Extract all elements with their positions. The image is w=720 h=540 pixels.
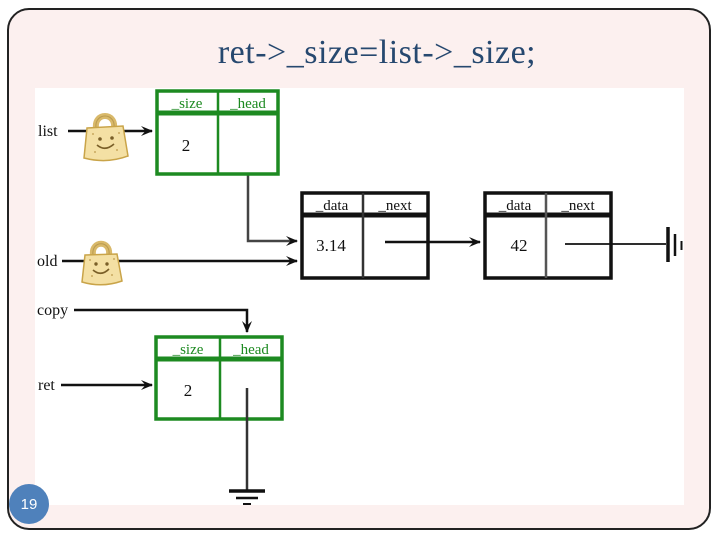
list-table: _size _head 2 [155, 89, 280, 176]
ret-table-header-size: _size [172, 342, 204, 358]
ret-table-header-head: _head [232, 342, 269, 358]
node2-header-data: _data [498, 198, 532, 214]
node1-data-value: 3.14 [316, 236, 346, 255]
linked-list-diagram: list old copy ret _size _head 2 _data _n… [37, 89, 683, 505]
node-1: _data _next 3.14 [300, 191, 430, 280]
pointer-label-copy: copy [37, 302, 68, 319]
diagram-canvas: list old copy ret _size _head 2 _data _n… [35, 88, 684, 505]
node1-header-data: _data [315, 198, 349, 214]
padlock-smiley-icon [83, 113, 129, 162]
page-number: 19 [20, 495, 38, 513]
ground-icon [229, 489, 265, 505]
list-head-pointer-line [246, 145, 298, 246]
node2-header-next: _next [560, 198, 595, 214]
node-2: _data _next 42 [483, 191, 613, 280]
list-size-value: 2 [182, 136, 191, 155]
node1-header-next: _next [377, 198, 412, 214]
pointer-label-list: list [38, 123, 58, 140]
list-table-header-head: _head [229, 96, 266, 112]
page-number-badge: 19 [9, 484, 49, 524]
list-table-header-size: _size [171, 96, 203, 112]
node2-data-value: 42 [511, 236, 528, 255]
ret-table: _size _head 2 [154, 335, 284, 421]
ret-size-value: 2 [184, 381, 193, 400]
pointer-label-old: old [37, 253, 57, 270]
null-terminator-icon [666, 227, 683, 262]
pointer-label-ret: ret [38, 377, 55, 394]
copy-pointer-arrow [74, 308, 252, 333]
slide-title: ret->_size=list->_size; [217, 34, 537, 71]
padlock-smiley-icon [81, 240, 123, 286]
